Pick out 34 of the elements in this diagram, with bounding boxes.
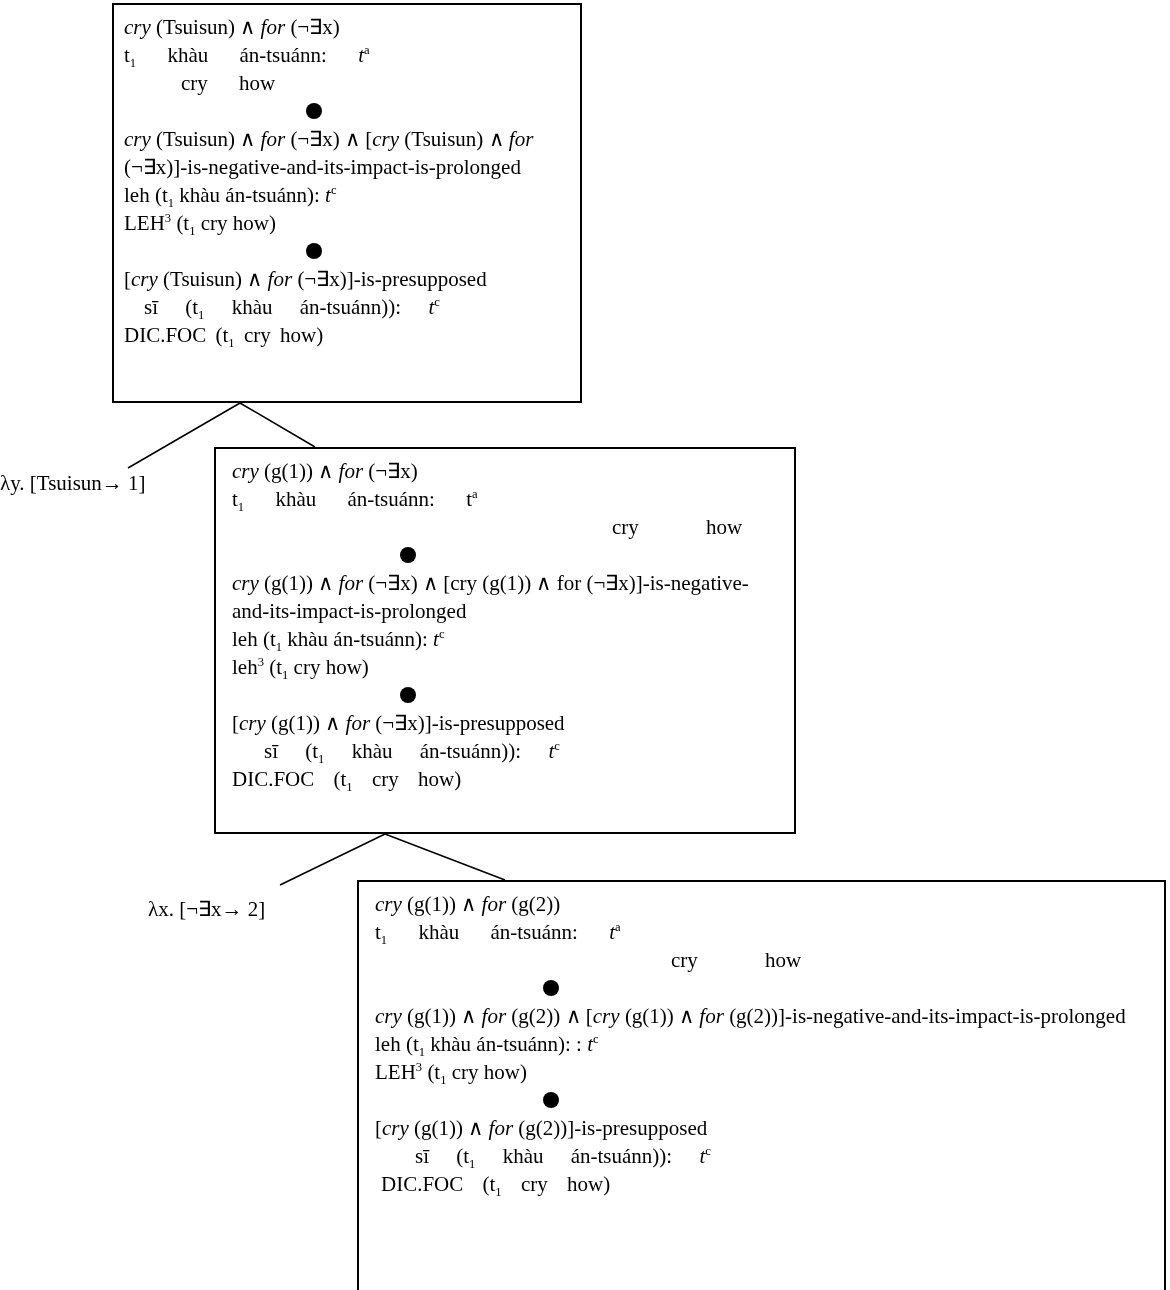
formula-text: LEH$^{3}$ (t$_{1}$ cry how)	[124, 210, 277, 237]
formula-text: DIC.FOC (t$_{1}$ cry how)	[381, 1171, 612, 1198]
derivation-box	[112, 3, 582, 403]
formula-text: leh$^{3}$ (t$_{1}$ cry how)	[232, 654, 370, 681]
formula-text: sī (t$_{1}$ khàu án-tsuánn)): t$^{c}$	[415, 1143, 712, 1170]
formula-text: cry how	[612, 514, 744, 541]
formula-text: sī (t$_{1}$ khàu án-tsuánn)): t$^{c}$	[144, 294, 441, 321]
formula-text: cry (g(1)) ∧ for (g(2))	[375, 891, 562, 918]
formula-text: t$_{1}$ khàu án-tsuánn: t$^{a}$	[232, 486, 479, 513]
formula-text: leh (t$_{1}$ khàu án-tsuánn): t$^{c}$	[124, 182, 338, 209]
formula-text: cry (g(1)) ∧ for (g(2)) ∧ [cry (g(1)) ∧ for (g(2))]-is-negative-and-its-impact-is-prolonged	[375, 1003, 1127, 1030]
formula-text: cry how	[181, 70, 277, 97]
formula-text: [cry (g(1)) ∧ for (¬∃x)]-is-presupposed	[232, 710, 566, 737]
formula-text: t$_{1}$ khàu án-tsuánn: t$^{a}$	[124, 42, 371, 69]
formula-text: LEH$^{3}$ (t$_{1}$ cry how)	[375, 1059, 528, 1086]
tree-branch-line	[279, 833, 386, 886]
tree-branch-line	[127, 402, 241, 469]
formula-text: leh (t$_{1}$ khàu án-tsuánn): : t$^{c}$	[375, 1031, 600, 1058]
formula-text: t$_{1}$ khàu án-tsuánn: t$^{a}$	[375, 919, 622, 946]
formula-text: DIC.FOC (t$_{1}$ cry how)	[232, 766, 463, 793]
formula-text: cry (g(1)) ∧ for (¬∃x)	[232, 458, 419, 485]
formula-text: DIC.FOC (t$_{1}$ cry how)	[124, 322, 325, 349]
formula-text: cry how	[671, 947, 803, 974]
derivation-box	[357, 880, 1166, 1290]
formula-text: [cry (g(1)) ∧ for (g(2))]-is-presupposed	[375, 1115, 709, 1142]
formula-text: [cry (Tsuisun) ∧ for (¬∃x)]-is-presupposed	[124, 266, 488, 293]
formula-text: cry (Tsuisun) ∧ for (¬∃x)	[124, 14, 341, 41]
tree-branch-line	[384, 833, 506, 881]
formula-text: sī (t$_{1}$ khàu án-tsuánn)): t$^{c}$	[264, 738, 561, 765]
lambda-label: λy. [Tsuisun→ 1]	[0, 470, 146, 496]
lambda-label: λx. [¬∃x→ 2]	[148, 896, 266, 922]
tree-branch-line	[239, 402, 316, 448]
derivation-box	[214, 447, 796, 834]
formula-text: leh (t$_{1}$ khàu án-tsuánn): t$^{c}$	[232, 626, 446, 653]
